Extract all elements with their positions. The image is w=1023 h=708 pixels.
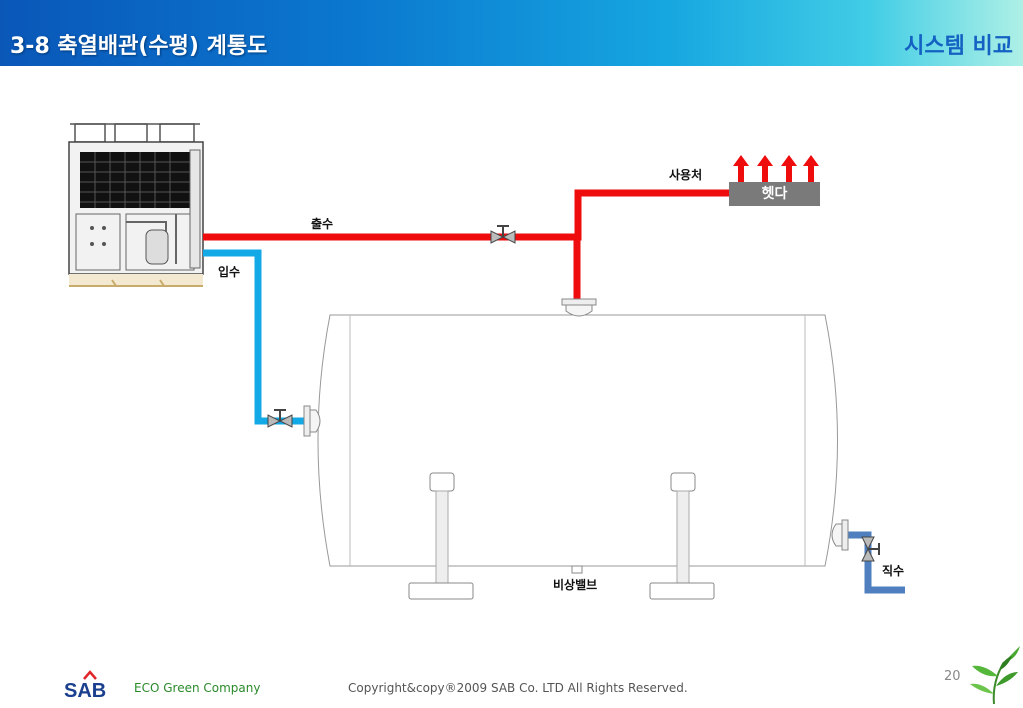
tank-support-left — [408, 472, 474, 600]
heat-pump-unit — [68, 123, 204, 287]
storage-tank — [317, 314, 838, 567]
arrow-up-icon — [733, 155, 749, 182]
copyright: Copyright&copy®2009 SAB Co. LTD All Righ… — [348, 681, 688, 695]
svg-text:SAB: SAB — [64, 680, 106, 700]
tank-top-nozzle — [561, 298, 597, 317]
valve-icon — [861, 536, 880, 562]
tank-support-right — [649, 472, 715, 600]
inlet-label: 입수 — [218, 265, 241, 279]
arrow-up-icon — [781, 155, 797, 182]
direct-water-label: 직수 — [882, 564, 905, 578]
tank-side-nozzle-left — [303, 405, 321, 437]
header-box: 헷다 — [729, 182, 820, 206]
tagline: ECO Green Company — [134, 681, 261, 695]
page-title: 3-8 축열배관(수평) 계통도 — [10, 34, 268, 59]
user-label: 사용처 — [669, 168, 703, 182]
arrow-up-icon — [757, 155, 773, 182]
leaf-icon — [970, 646, 1020, 705]
tank-side-nozzle-right — [831, 519, 849, 551]
valve-icon — [267, 409, 293, 428]
section-title: 시스템 비교 — [904, 34, 1013, 59]
valve-icon — [490, 225, 516, 244]
outlet-label: 출수 — [311, 217, 334, 231]
title-bar: 3-8 축열배관(수평) 계통도 시스템 비교 — [0, 0, 1023, 66]
direct-water-pipe — [839, 531, 905, 594]
emergency-valve-label: 비상밸브 — [553, 578, 598, 592]
arrow-up-icon — [803, 155, 819, 182]
page-number: 20 — [944, 669, 961, 684]
sab-logo: SAB — [64, 670, 106, 700]
emergency-valve — [571, 565, 583, 574]
hot-outlet-pipe — [203, 189, 729, 241]
